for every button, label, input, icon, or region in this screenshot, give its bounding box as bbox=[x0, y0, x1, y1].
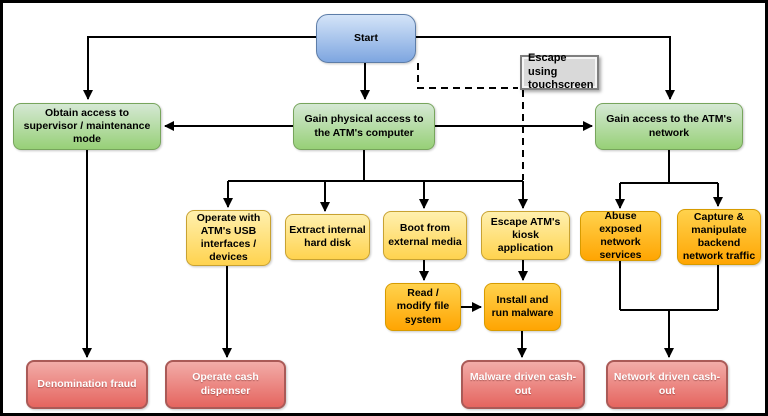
node-capture-backend-traffic: Capture & manipulate backend network tra… bbox=[677, 209, 761, 265]
node-extract-hard-disk: Extract internal hard disk bbox=[285, 214, 370, 260]
node-abuse-network-services: Abuse exposed network services bbox=[580, 209, 661, 262]
node-operate-usb-interfaces: Operate with ATM's USB interfaces / devi… bbox=[186, 210, 271, 266]
node-gain-physical-access-computer: Gain physical access to the ATM's comput… bbox=[293, 103, 435, 150]
node-network-driven-cashout: Network driven cash-out bbox=[606, 360, 728, 409]
node-obtain-supervisor-maintenance-mode: Obtain access to supervisor / maintenanc… bbox=[13, 103, 161, 150]
node-extract-label: Extract internal hard disk bbox=[289, 223, 366, 249]
node-start: Start bbox=[316, 14, 416, 63]
node-escape-note-label: Escape using touchscreen bbox=[528, 51, 594, 92]
node-supervisor-label: Obtain access to supervisor / maintenanc… bbox=[23, 106, 151, 146]
node-boot-external-media: Boot from external media bbox=[383, 211, 467, 260]
node-denomination-label: Denomination fraud bbox=[37, 377, 137, 390]
node-physical-label: Gain physical access to the ATM's comput… bbox=[304, 113, 424, 139]
connector-start-to-network bbox=[416, 36, 675, 100]
connector-network-branch bbox=[620, 150, 718, 184]
node-read-modify-file-system: Read / modify file system bbox=[385, 283, 461, 331]
node-start-label: Start bbox=[354, 31, 378, 44]
node-boot-label: Boot from external media bbox=[388, 222, 462, 248]
node-malware-cashout-label: Malware driven cash-out bbox=[469, 371, 577, 397]
connector-start-to-escape-note bbox=[417, 63, 518, 89]
node-read-label: Read / modify file system bbox=[396, 287, 450, 326]
node-kiosk-label: Escape ATM's kiosk application bbox=[490, 215, 561, 255]
node-install-run-malware: Install and run malware bbox=[484, 283, 561, 331]
node-install-label: Install and run malware bbox=[491, 293, 554, 319]
node-denomination-fraud: Denomination fraud bbox=[26, 360, 148, 409]
node-gain-access-network: Gain access to the ATM's network bbox=[595, 103, 743, 150]
node-abuse-label: Abuse exposed network services bbox=[599, 209, 642, 262]
node-usb-label: Operate with ATM's USB interfaces / devi… bbox=[196, 211, 261, 264]
node-dispenser-label: Operate cash dispenser bbox=[192, 371, 259, 397]
node-malware-driven-cashout: Malware driven cash-out bbox=[461, 360, 585, 409]
node-escape-using-touchscreen: Escape using touchscreen bbox=[520, 51, 599, 92]
node-operate-cash-dispenser: Operate cash dispenser bbox=[165, 360, 286, 409]
connector-network-merge bbox=[619, 261, 719, 311]
node-network-label: Gain access to the ATM's network bbox=[606, 113, 732, 139]
connector-layer bbox=[82, 36, 723, 358]
node-escape-kiosk-application: Escape ATM's kiosk application bbox=[481, 211, 570, 260]
node-network-cashout-label: Network driven cash-out bbox=[613, 371, 721, 397]
node-capture-label: Capture & manipulate backend network tra… bbox=[682, 210, 756, 263]
connector-start-to-supervisor bbox=[83, 36, 316, 100]
connector-physical-branch bbox=[228, 150, 523, 182]
